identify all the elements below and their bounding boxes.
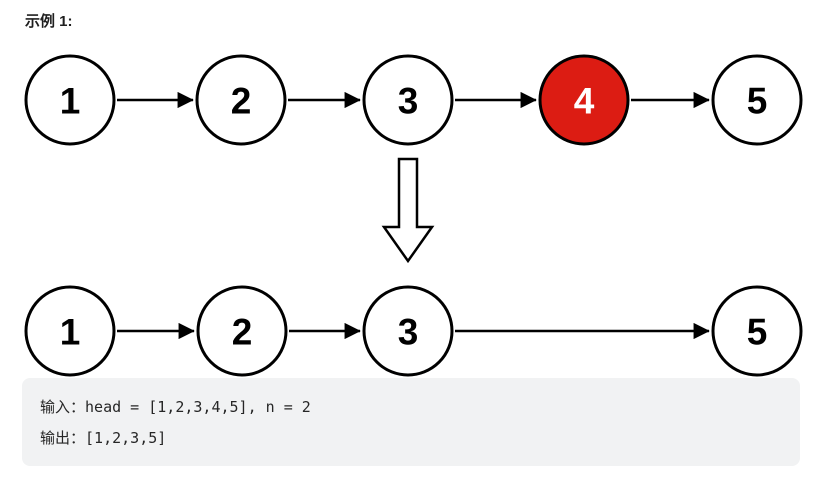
- list-node-value: 4: [574, 81, 595, 122]
- list-node-value: 5: [747, 81, 768, 122]
- down-arrow-icon: [381, 157, 435, 264]
- list-node-highlighted: [538, 54, 630, 146]
- list-node: [24, 54, 116, 146]
- list-node-value: 5: [747, 312, 768, 353]
- list-node: [195, 54, 287, 146]
- list-node: [196, 285, 288, 377]
- list-node: [711, 285, 803, 377]
- list-node-value: 3: [398, 312, 419, 353]
- list-node-value: 3: [398, 81, 419, 122]
- output-value: [1,2,3,5]: [85, 429, 167, 447]
- list-node-value: 2: [232, 312, 253, 353]
- list-node-value: 2: [231, 81, 252, 122]
- input-value: head = [1,2,3,4,5], n = 2: [85, 398, 311, 416]
- output-label: 输出：: [40, 429, 86, 447]
- output-line: 输出：[1,2,3,5]: [40, 423, 800, 454]
- list-node: [362, 285, 454, 377]
- list-node: [24, 285, 116, 377]
- example-io-block: 输入：head = [1,2,3,4,5], n = 2 输出：[1,2,3,5…: [22, 378, 800, 466]
- list-node-value: 1: [60, 312, 81, 353]
- input-line: 输入：head = [1,2,3,4,5], n = 2: [40, 392, 800, 423]
- list-node: [362, 54, 454, 146]
- list-node: [711, 54, 803, 146]
- list-node-value: 1: [60, 81, 81, 122]
- nodes-layer: 1 2 3 4 5 1 2 3 5: [24, 54, 803, 377]
- input-label: 输入：: [40, 398, 86, 416]
- example-title: 示例 1:: [25, 13, 73, 30]
